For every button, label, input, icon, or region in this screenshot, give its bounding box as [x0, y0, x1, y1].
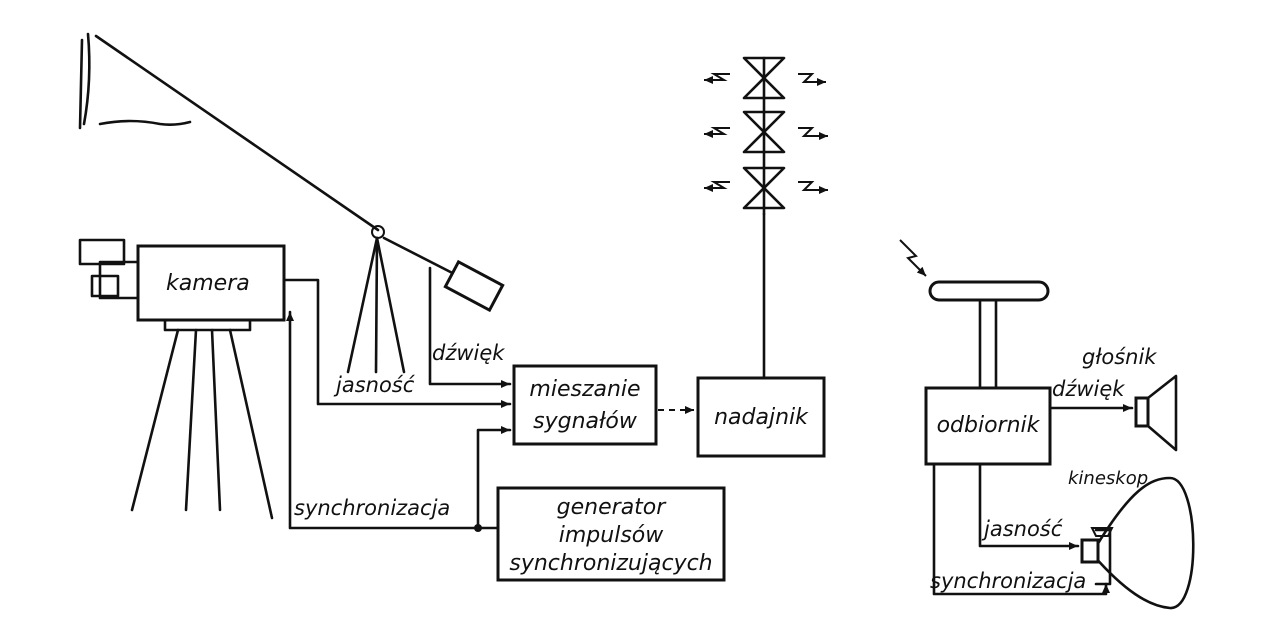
generator-label-3: synchronizujących	[509, 551, 712, 576]
camera-box	[136, 244, 286, 322]
radio-wave-icon	[704, 73, 828, 194]
brightness-tx-label: jasność	[333, 373, 416, 397]
transmitter-block: nadajnik	[696, 376, 826, 458]
transmitter-label: nadajnik	[714, 405, 809, 430]
sound-tx-label: dźwięk	[432, 341, 505, 365]
sync-tx-label: synchronizacja	[294, 496, 450, 520]
mixer-block: mieszanie sygnałów	[512, 364, 658, 446]
generator-label-1: generator	[557, 495, 668, 520]
mixer-label-1: mieszanie	[529, 377, 640, 402]
receiver-label: odbiornik	[937, 413, 1041, 438]
transmitter-antenna	[704, 56, 828, 380]
receiver-antenna	[928, 280, 1050, 302]
picture-tube-icon	[1080, 476, 1195, 610]
camera-label: kamera	[166, 271, 250, 296]
brightness-rx-label: jasność	[981, 517, 1064, 541]
receiver-group: odbiornik dźwięk głośnik kineskop jasnoś…	[899, 239, 1195, 610]
mixer-label-2: sygnałów	[533, 409, 638, 434]
microphone-boom	[78, 32, 505, 374]
incoming-wave-icon	[899, 239, 927, 277]
speaker-label: głośnik	[1082, 345, 1157, 369]
picture-tube-label: kineskop	[1068, 468, 1148, 489]
tx-connections: dźwięk jasność synchronizacja	[282, 266, 694, 532]
microphone-icon	[443, 259, 505, 313]
sound-rx-label: dźwięk	[1052, 377, 1125, 401]
camera-group: kamera	[78, 238, 286, 520]
sync-rx-label: synchronizacja	[930, 569, 1086, 593]
speaker-icon	[1134, 374, 1178, 452]
generator-label-2: impulsów	[559, 523, 664, 548]
generator-block: generator impulsów synchronizujących	[496, 486, 726, 582]
